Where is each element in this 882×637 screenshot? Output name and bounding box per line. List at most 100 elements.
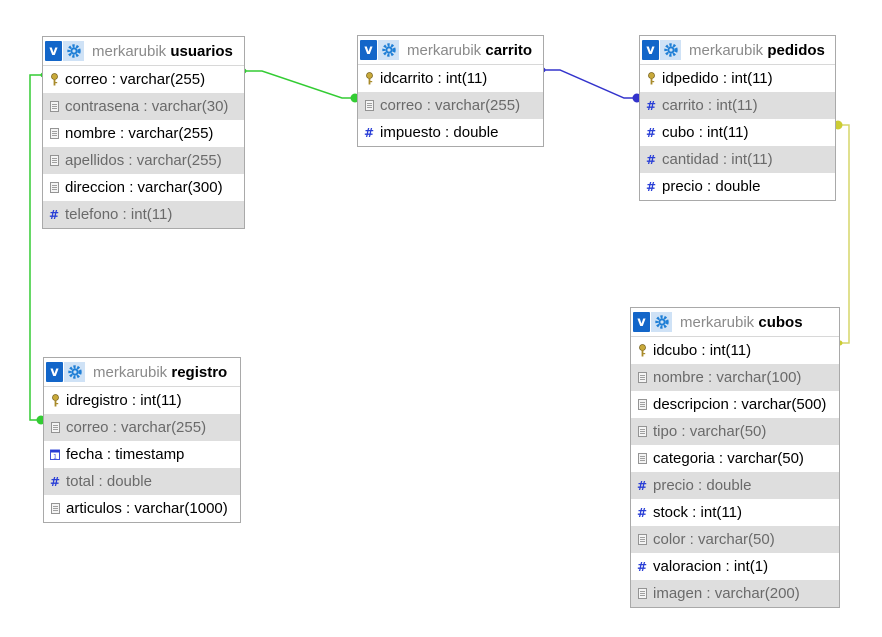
gear-icon-graphic [381,43,396,57]
column-name: valoracion [653,558,722,575]
column-name: precio [653,477,694,494]
column-name: cantidad [662,151,719,168]
table-title: merkarubik pedidos [689,42,825,59]
column-name: idcubo [653,342,698,359]
string-column-icon [49,154,59,168]
gear-icon[interactable] [660,40,681,60]
column-name: categoria [653,450,715,467]
toggle-columns-icon[interactable]: v [633,312,650,332]
column-type: varchar(50) [727,450,804,467]
table-header[interactable]: v merkarubik registro [44,358,240,387]
column-row[interactable]: idpedido : int(11) [640,65,835,92]
column-row[interactable]: idcubo : int(11) [631,337,839,364]
toggle-columns-icon[interactable]: v [45,41,62,61]
column-type: int(11) [716,97,758,114]
string-column-icon [50,502,60,516]
column-row[interactable]: descripcion : varchar(500) [631,391,839,418]
gear-icon[interactable] [64,362,85,382]
gear-icon[interactable] [651,312,672,332]
column-row[interactable]: #carrito : int(11) [640,92,835,119]
table-title: merkarubik registro [93,364,227,381]
column-name: articulos [66,500,122,517]
column-separator: : [127,392,141,409]
gear-icon[interactable] [378,40,399,60]
column-type: varchar(50) [698,531,775,548]
column-name: apellidos [65,152,125,169]
column-separator: : [702,178,716,195]
numeric-column-icon: # [645,152,657,167]
table-header[interactable]: v merkarubik pedidos [640,36,835,65]
column-row[interactable]: articulos : varchar(1000) [44,495,240,522]
string-column-icon [637,533,647,547]
table-name: cubos [758,313,803,331]
column-row[interactable]: apellidos : varchar(255) [43,147,244,174]
string-column-icon [49,127,59,141]
column-separator: : [703,369,717,386]
column-row[interactable]: #impuesto : double [358,119,543,146]
column-type: varchar(255) [120,71,206,88]
column-row[interactable]: direccion : varchar(300) [43,174,244,201]
column-row[interactable]: correo : varchar(255) [43,66,244,93]
column-row[interactable]: contrasena : varchar(30) [43,93,244,120]
column-type: varchar(500) [741,396,827,413]
table-registro[interactable]: v merkarubik registro idregistro : int(11)… [43,357,241,523]
string-column-icon [637,425,647,439]
string-column-icon [50,421,60,435]
toggle-columns-icon[interactable]: v [46,362,63,382]
column-type: int(11) [700,504,742,521]
toggle-columns-icon[interactable]: v [360,40,377,60]
column-type: varchar(30) [151,98,229,115]
column-row[interactable]: #total : double [44,468,240,495]
column-row[interactable]: imagen : varchar(200) [631,580,839,607]
column-separator: : [108,419,122,436]
column-row[interactable]: correo : varchar(255) [44,414,240,441]
toggle-columns-icon[interactable]: v [642,40,659,60]
column-row[interactable]: color : varchar(50) [631,526,839,553]
column-name: nombre [653,369,704,386]
database-name: merkarubik [407,41,482,59]
table-header[interactable]: v merkarubik carrito [358,36,543,65]
column-row[interactable]: #valoracion : int(1) [631,553,839,580]
column-row[interactable]: tipo : varchar(50) [631,418,839,445]
column-row[interactable]: # precio : double [631,472,839,499]
column-row[interactable]: #telefono : int(11) [43,201,244,228]
string-column-icon [637,371,647,385]
column-row[interactable]: nombre : varchar(255) [43,120,244,147]
primary-key-icon [364,72,374,86]
column-separator: : [697,342,710,359]
column-row[interactable]: categoria : varchar(50) [631,445,839,472]
table-name: carrito [485,41,533,59]
numeric-column-icon: # [636,478,648,493]
string-column-icon [49,100,59,114]
numeric-column-icon: # [645,98,657,113]
column-name: correo [66,419,109,436]
column-row[interactable]: nombre : varchar(100) [631,364,839,391]
column-row[interactable]: idcarrito : int(11) [358,65,543,92]
column-separator: : [693,477,707,494]
column-type: double [706,477,752,494]
column-row[interactable]: #cubo : int(11) [640,119,835,146]
primary-key-icon [637,344,647,358]
column-row[interactable]: idregistro : int(11) [44,387,240,414]
column-separator: : [433,70,446,87]
database-name: merkarubik [689,41,764,59]
gear-icon-graphic [654,315,669,329]
gear-icon-graphic [66,44,81,58]
column-row[interactable]: correo : varchar(255) [358,92,543,119]
numeric-column-icon: # [636,505,648,520]
column-row[interactable]: #cantidad : int(11) [640,146,835,173]
table-carrito[interactable]: v merkarubik carrito idcarrito : int(11)co… [357,35,544,147]
column-row[interactable]: #precio : double [640,173,835,200]
column-name: correo [65,71,108,88]
gear-icon[interactable] [63,41,84,61]
column-row[interactable]: #stock : int(11) [631,499,839,526]
column-type: int(11) [140,392,182,409]
primary-key-icon [50,394,60,408]
column-type: double [106,473,152,490]
